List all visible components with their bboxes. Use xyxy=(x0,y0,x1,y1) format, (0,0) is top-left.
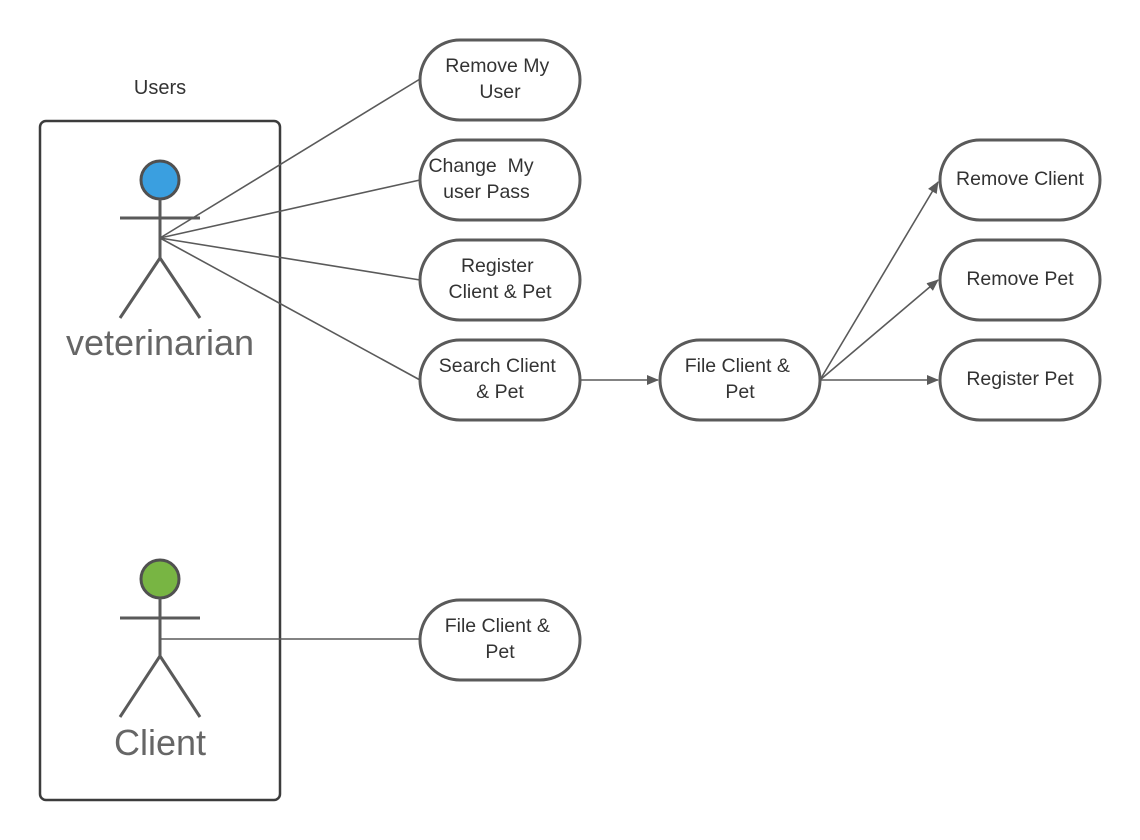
use-case-label-line-1: Remove Pet xyxy=(966,268,1074,290)
use-case-label: File Client & Pet xyxy=(445,615,556,663)
use-case-label: Remove My User xyxy=(445,55,554,103)
use-case-shape xyxy=(418,598,582,682)
use-case-shape xyxy=(418,338,582,422)
use-case-client-file-client-pet[interactable]: File Client & Pet xyxy=(418,598,582,682)
use-case-shape xyxy=(418,38,582,122)
use-case-label: File Client & Pet xyxy=(685,355,796,403)
veterinarian-label: veterinarian xyxy=(66,322,254,363)
use-case-label-line-1: File Client & xyxy=(445,615,550,637)
use-case-label-line-2: & Pet xyxy=(476,381,524,403)
users-group-title: Users xyxy=(134,77,186,99)
use-case-label: Change My user Pass xyxy=(0,0,572,203)
use-case-label: Search Client & Pet xyxy=(439,355,561,403)
use-case-label-line-2: Pet xyxy=(725,381,755,403)
use-case-register-pet[interactable]: Register Pet xyxy=(938,338,1102,422)
use-case-file-client-pet[interactable]: File Client & Pet xyxy=(658,338,822,422)
client-label: Client xyxy=(114,722,206,763)
veterinarian-right-leg xyxy=(158,257,202,319)
actor-client: Client xyxy=(114,558,206,763)
veterinarian-head-icon xyxy=(139,159,181,201)
use-case-shape xyxy=(938,138,1102,222)
arrow-file-to-remove-client xyxy=(819,181,939,381)
client-head-icon xyxy=(139,558,181,600)
connector-vet-remove-my-user xyxy=(159,78,421,239)
use-case-shape xyxy=(418,238,582,322)
use-case-label-line-1: File Client & xyxy=(685,355,790,377)
use-case-label-line-2: User xyxy=(479,81,521,103)
use-case-label-line-2: Pet xyxy=(485,641,515,663)
actor-veterinarian: veterinarian xyxy=(66,159,254,363)
use-case-register-client-pet[interactable]: Register Client & Pet xyxy=(418,238,582,322)
use-case-label-line-1: Register Pet xyxy=(966,368,1074,390)
use-case-label: Register Client & Pet xyxy=(449,255,553,303)
connector-vet-change-pass xyxy=(159,179,421,239)
use-case-label-line-2: Client & Pet xyxy=(449,281,553,303)
client-left-leg xyxy=(118,655,162,718)
connector-vet-search-client-pet xyxy=(159,237,421,381)
use-case-label-line-1: Register xyxy=(461,255,534,277)
veterinarian-left-leg xyxy=(118,257,162,319)
use-case-label-line-1: Change My xyxy=(428,155,533,177)
use-case-shape xyxy=(938,238,1102,322)
use-case-remove-my-user[interactable]: Remove My User xyxy=(418,38,582,122)
use-case-shape xyxy=(938,338,1102,422)
client-right-leg xyxy=(158,655,202,718)
users-group-frame xyxy=(38,119,282,802)
use-case-label: Remove Client xyxy=(956,168,1084,190)
connector-vet-register-client-pet xyxy=(159,237,421,281)
use-case-change-my-user-pass[interactable]: Change My user Pass xyxy=(0,0,582,222)
use-case-label: Remove Pet xyxy=(966,268,1074,290)
use-case-label-line-1: Remove My xyxy=(445,55,549,77)
arrow-file-to-remove-pet xyxy=(819,279,939,381)
use-case-label-line-1: Remove Client xyxy=(956,168,1084,190)
use-case-shape xyxy=(658,338,822,422)
use-case-label-line-2: user Pass xyxy=(443,181,530,203)
use-case-search-client-pet[interactable]: Search Client & Pet xyxy=(418,338,582,422)
use-case-label-line-1: Search Client xyxy=(439,355,557,377)
use-case-shape xyxy=(418,138,582,222)
use-case-label: Register Pet xyxy=(966,368,1074,390)
use-case-remove-client[interactable]: Remove Client xyxy=(938,138,1102,222)
use-case-remove-pet[interactable]: Remove Pet xyxy=(938,238,1102,322)
